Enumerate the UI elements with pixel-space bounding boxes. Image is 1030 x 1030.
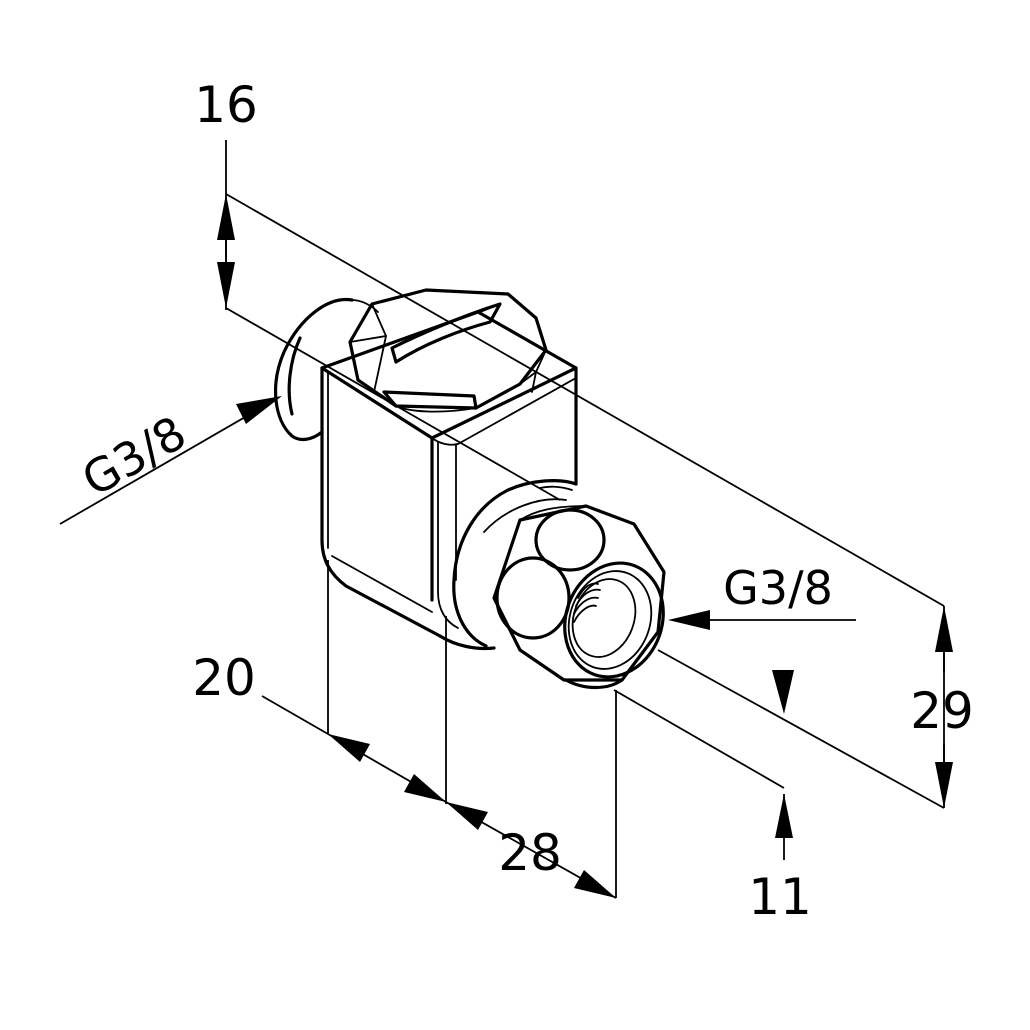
thread-label-outlet: G3/8 bbox=[723, 561, 833, 615]
hex-cap bbox=[348, 288, 548, 413]
inlet-leader bbox=[59, 396, 282, 525]
hex-nut bbox=[492, 504, 666, 690]
thread-label-inlet: G3/8 bbox=[73, 405, 195, 507]
valve-body bbox=[273, 288, 666, 690]
dim-chevron bbox=[772, 670, 794, 714]
labels: 16 20 28 11 29 G3/8 G3/8 bbox=[73, 76, 974, 926]
dim-label-16: 16 bbox=[194, 76, 258, 134]
dim-11 bbox=[613, 689, 793, 860]
dim-label-28: 28 bbox=[498, 824, 562, 882]
dimension-lines bbox=[59, 140, 953, 899]
dim-label-29: 29 bbox=[910, 682, 974, 740]
dim-20-28 bbox=[261, 560, 617, 899]
inlet-boss bbox=[273, 297, 379, 442]
dim-16 bbox=[217, 140, 945, 607]
dim-label-11: 11 bbox=[748, 868, 812, 926]
dim-29 bbox=[657, 606, 953, 809]
outlet-leader bbox=[668, 610, 856, 630]
dim-label-20: 20 bbox=[192, 649, 256, 707]
